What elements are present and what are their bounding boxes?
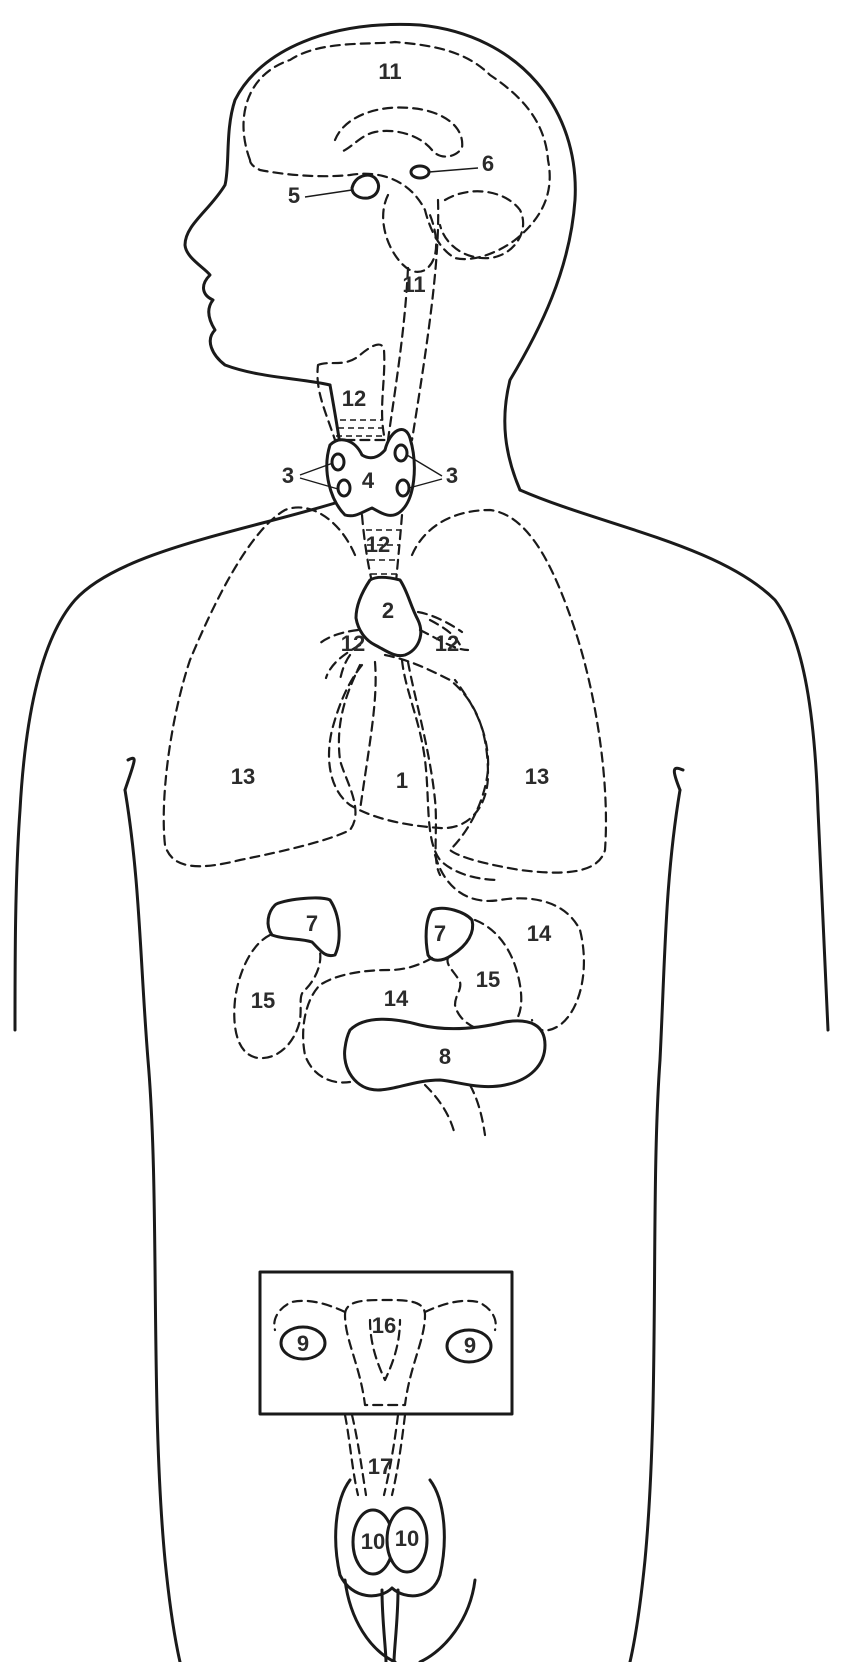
label-14-stomach: 14 (527, 921, 552, 946)
label-13-left: 13 (231, 764, 255, 789)
label-7-left: 7 (306, 911, 318, 936)
fallopian-tube-left (274, 1301, 345, 1330)
pineal-shape (411, 166, 429, 178)
vas-deferens-left-inner (352, 1415, 366, 1495)
brain (243, 42, 549, 440)
label-1: 1 (396, 768, 408, 793)
body-outline (15, 24, 828, 1662)
label-11-spinal: 11 (402, 272, 425, 297)
pituitary-gland (305, 175, 379, 198)
label-9-left: 9 (297, 1331, 309, 1356)
label-2: 2 (382, 598, 394, 623)
corpus-callosum (335, 107, 462, 156)
left-arm-inner (125, 758, 134, 790)
label-15-right: 15 (476, 967, 500, 992)
label-15-left: 15 (251, 988, 275, 1013)
lung-right (412, 510, 606, 873)
spinal-cord-right (412, 200, 438, 440)
label-9-right: 9 (464, 1333, 476, 1358)
label-16: 16 (372, 1313, 396, 1338)
bowel-lower-right (470, 1085, 485, 1135)
lungs (164, 507, 606, 872)
kidney-left (234, 935, 320, 1058)
label-3-right: 3 (446, 463, 458, 488)
cerebellum (440, 191, 523, 258)
label-4: 4 (362, 468, 375, 493)
label-3-left: 3 (282, 463, 294, 488)
brainstem (383, 195, 436, 272)
bowel-lower-left (425, 1085, 455, 1135)
left-torso-side (125, 790, 180, 1662)
label-10-left: 10 (361, 1529, 385, 1554)
pineal-gland (411, 166, 478, 178)
pituitary-leader (305, 190, 352, 197)
label-12-trachea: 12 (366, 532, 390, 557)
male-reproductive (336, 1415, 445, 1662)
lung-left (164, 507, 360, 866)
pineal-leader (429, 168, 478, 172)
parathyroid-upper-left (332, 454, 344, 470)
vas-deferens-right (392, 1415, 405, 1495)
heart-septum (360, 662, 376, 810)
label-17: 17 (368, 1454, 392, 1479)
label-13-right: 13 (525, 764, 549, 789)
right-arm-inner (674, 768, 683, 790)
left-shoulder-arm (15, 500, 345, 1030)
label-8: 8 (439, 1044, 451, 1069)
label-11-brain: 11 (378, 59, 401, 84)
label-7-right: 7 (434, 921, 446, 946)
pituitary-shape (352, 175, 379, 198)
label-12-bronchus-right: 12 (435, 631, 459, 656)
penis-base (382, 1590, 398, 1662)
label-5: 5 (288, 183, 300, 208)
right-shoulder-arm (520, 490, 828, 1030)
label-10-right: 10 (395, 1526, 419, 1551)
label-12-bronchus-left: 12 (341, 631, 365, 656)
adrenal-left (268, 898, 339, 956)
parathyroid-lower-left (338, 480, 350, 496)
labels: 1 2 3 3 4 5 6 7 7 8 9 9 10 10 11 11 12 1… (231, 59, 552, 1554)
parathyroid-lower-right (397, 480, 409, 496)
esophagus (408, 662, 440, 875)
aorta-descending (402, 660, 500, 880)
label-12-larynx: 12 (342, 386, 366, 411)
parathyroid-upper-right (395, 445, 407, 461)
right-torso-side (630, 790, 680, 1662)
fallopian-tube-right (425, 1301, 496, 1330)
label-14-intestine: 14 (384, 986, 409, 1011)
heart (329, 655, 500, 880)
label-6: 6 (482, 151, 494, 176)
